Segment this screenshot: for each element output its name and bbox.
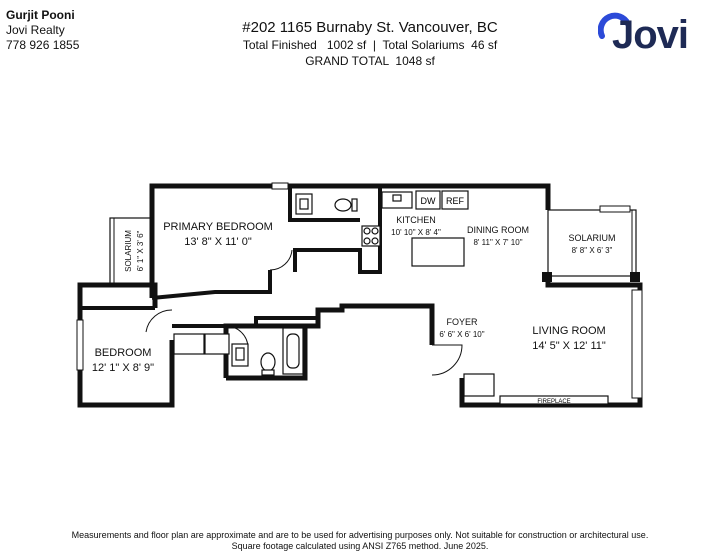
agent-phone: 778 926 1855: [6, 38, 80, 52]
kitchen-fixtures: [361, 190, 469, 267]
agent-name: Gurjit Pooni: [6, 8, 75, 22]
total-area: Total Finished 1002 sf | Total Solariums…: [242, 38, 498, 52]
living-built-ins: [463, 373, 609, 405]
kitchen-dims: 10' 10" X 8' 4": [391, 228, 441, 237]
logo-text: Jovi: [612, 13, 689, 57]
solarium-left: [109, 217, 153, 285]
living-room-name: LIVING ROOM: [532, 325, 605, 337]
listing-header: #202 1165 Burnaby St. Vancouver, BC Tota…: [170, 18, 570, 69]
room-labels: PRIMARY BEDROOM 13' 8" X 11' 0" KITCHEN …: [92, 215, 616, 374]
foyer-dims: 6' 6" X 6' 10": [439, 330, 484, 339]
solarium-right-dims: 8' 8" X 6' 3": [572, 246, 613, 255]
primary-bedroom-name: PRIMARY BEDROOM: [163, 221, 273, 233]
grand-total: GRAND TOTAL 1048 sf: [305, 54, 435, 68]
solarium-right: [542, 209, 640, 282]
solarium-right-name: SOLARIUM: [568, 233, 615, 243]
windows: [76, 182, 643, 399]
primary-bedroom-dims: 13' 8" X 11' 0": [184, 236, 252, 248]
agent-info: Gurjit Pooni Jovi Realty 778 926 1855: [6, 8, 79, 53]
agent-company: Jovi Realty: [6, 23, 65, 37]
foyer-name: FOYER: [446, 317, 478, 327]
disclaimer: Measurements and floor plan are approxim…: [60, 530, 660, 552]
living-room-dims: 14' 5" X 12' 11": [532, 340, 606, 352]
property-address: #202 1165 Burnaby St. Vancouver, BC: [242, 19, 498, 36]
interior-walls: [80, 188, 382, 328]
ensuite-fixtures: [295, 193, 358, 215]
fridge-label: REF: [446, 196, 465, 206]
disclaimer-line-1: Measurements and floor plan are approxim…: [71, 530, 649, 540]
dishwasher-label: DW: [421, 196, 436, 206]
bedroom-dims: 12' 1" X 8' 9": [92, 362, 154, 374]
disclaimer-line-2: Square footage calculated using ANSI Z76…: [231, 541, 489, 551]
doors: [145, 249, 463, 376]
dining-room-dims: 8' 11" X 7' 10": [473, 238, 522, 247]
brand-logo: Jovi: [598, 12, 706, 58]
kitchen-name: KITCHEN: [396, 215, 436, 225]
solarium-left-name: SOLARIUM: [124, 230, 133, 272]
dining-room-name: DINING ROOM: [467, 225, 529, 235]
solarium-left-dims: 6' 1" X 3' 6": [136, 230, 145, 271]
fireplace-label: FIREPLACE: [537, 399, 570, 405]
bedroom-name: BEDROOM: [95, 347, 152, 359]
bath-fixtures: [173, 327, 304, 376]
logo-arc-icon: [598, 12, 631, 39]
